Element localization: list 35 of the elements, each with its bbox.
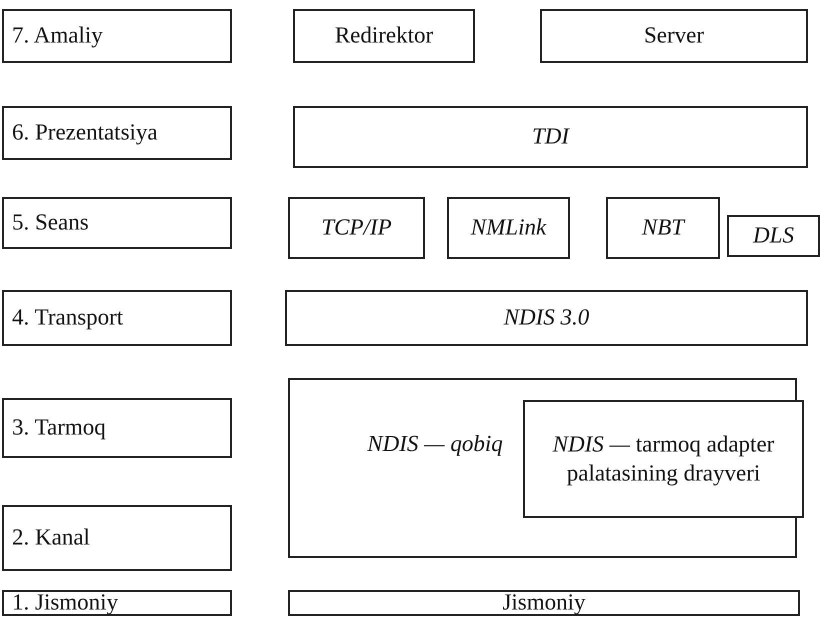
- layer-label: NMLink: [470, 214, 548, 242]
- layer-box: [288, 197, 425, 259]
- layer-box: [2, 505, 232, 571]
- layer-label: 6. Prezentatsiya: [12, 118, 158, 147]
- layer-label: 7. Amaliy: [12, 22, 103, 50]
- layer-box: [2, 290, 232, 346]
- layer-box: [288, 590, 800, 616]
- layer-box: [523, 400, 804, 518]
- layer-label: NDIS 3.0: [502, 304, 590, 332]
- layer-label: Redirektor: [334, 22, 434, 50]
- layer-label: 4. Transport: [12, 304, 124, 332]
- layer-box: [2, 398, 232, 458]
- layer-label: Jismoniy: [501, 588, 587, 617]
- layer-box: [2, 197, 232, 249]
- layer-label: TCP/IP: [320, 214, 393, 242]
- layer-box: [293, 9, 475, 63]
- layer-box: [447, 197, 570, 259]
- layer-box: [2, 9, 232, 63]
- layer-box: [606, 197, 720, 259]
- layer-box: [540, 9, 808, 63]
- layer-label: 3. Tarmoq: [12, 414, 106, 442]
- layer-label: 5. Seans: [12, 208, 89, 237]
- layer-box: [727, 215, 820, 257]
- layer-label: NDIS — qobiq: [366, 430, 504, 458]
- layer-label: TDI: [530, 122, 571, 151]
- layer-box: [293, 106, 808, 168]
- layer-box: [285, 290, 808, 346]
- layer-box: [2, 106, 232, 160]
- layer-label: DLS: [752, 222, 795, 250]
- layer-label: Server: [642, 22, 706, 50]
- layer-label: NBT: [640, 214, 686, 242]
- layer-box: [2, 590, 232, 616]
- layer-label: 1. Jismoniy: [12, 588, 118, 617]
- layer-label: 2. Kanal: [12, 524, 90, 552]
- layer-label: NDIS — tarmoq adapter palatasining drayveri: [552, 430, 776, 488]
